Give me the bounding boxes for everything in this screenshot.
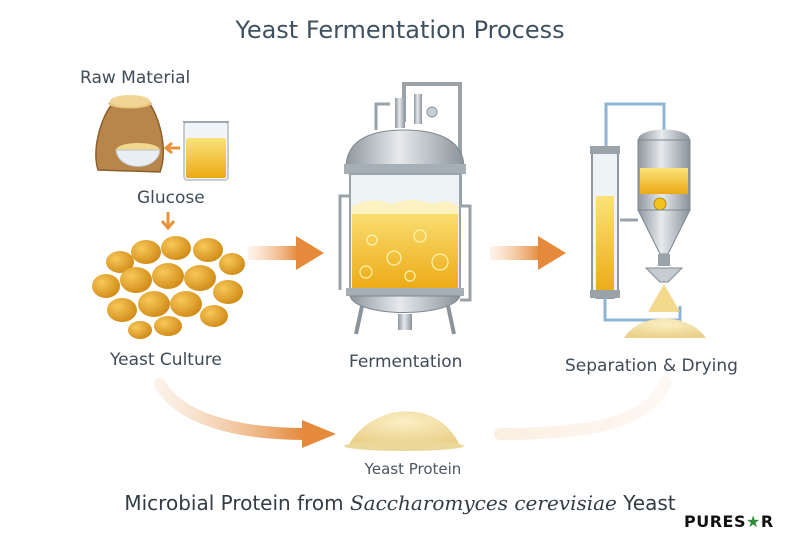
separation-column-icon: [590, 102, 682, 322]
logo-text-1: PURES: [684, 512, 746, 531]
caption-suffix: Yeast: [616, 491, 676, 515]
yeast-culture-label: Yeast Culture: [110, 350, 222, 370]
raw-material-label: Raw Material: [80, 68, 191, 88]
fermenter-tank-icon: [338, 82, 472, 335]
caption: Microbial Protein from Saccharomyces cer…: [0, 491, 800, 515]
beaker-icon: [183, 121, 229, 181]
arrow-culture-to-fermentation: [248, 236, 324, 270]
purestar-logo: PURES★R: [684, 512, 774, 531]
arrow-culture-to-protein: [154, 378, 336, 448]
logo-text-2: R: [760, 512, 774, 531]
caption-prefix: Microbial Protein from: [124, 491, 350, 515]
cyclone-dryer-icon: [620, 129, 691, 283]
fermentation-label: Fermentation: [349, 352, 463, 372]
arrow-down-glucose: [160, 212, 176, 231]
arrow-into-bowl: [163, 141, 180, 155]
caption-species: Saccharomyces cerevisiae: [349, 491, 617, 515]
arrow-fermentation-to-separation: [490, 236, 566, 270]
glucose-bowl-icon: [115, 143, 161, 167]
yeast-protein-pile-icon: [344, 411, 464, 451]
page-title: Yeast Fermentation Process: [235, 16, 565, 44]
separation-drying-label: Separation & Drying: [565, 356, 738, 376]
star-icon: ★: [746, 512, 761, 531]
arrow-separation-to-protein: [494, 376, 672, 440]
dried-powder-pile-icon: [624, 284, 706, 338]
yeast-protein-label: Yeast Protein: [364, 460, 462, 478]
glucose-label: Glucose: [137, 188, 205, 208]
yeast-cells-icon: [92, 236, 245, 339]
